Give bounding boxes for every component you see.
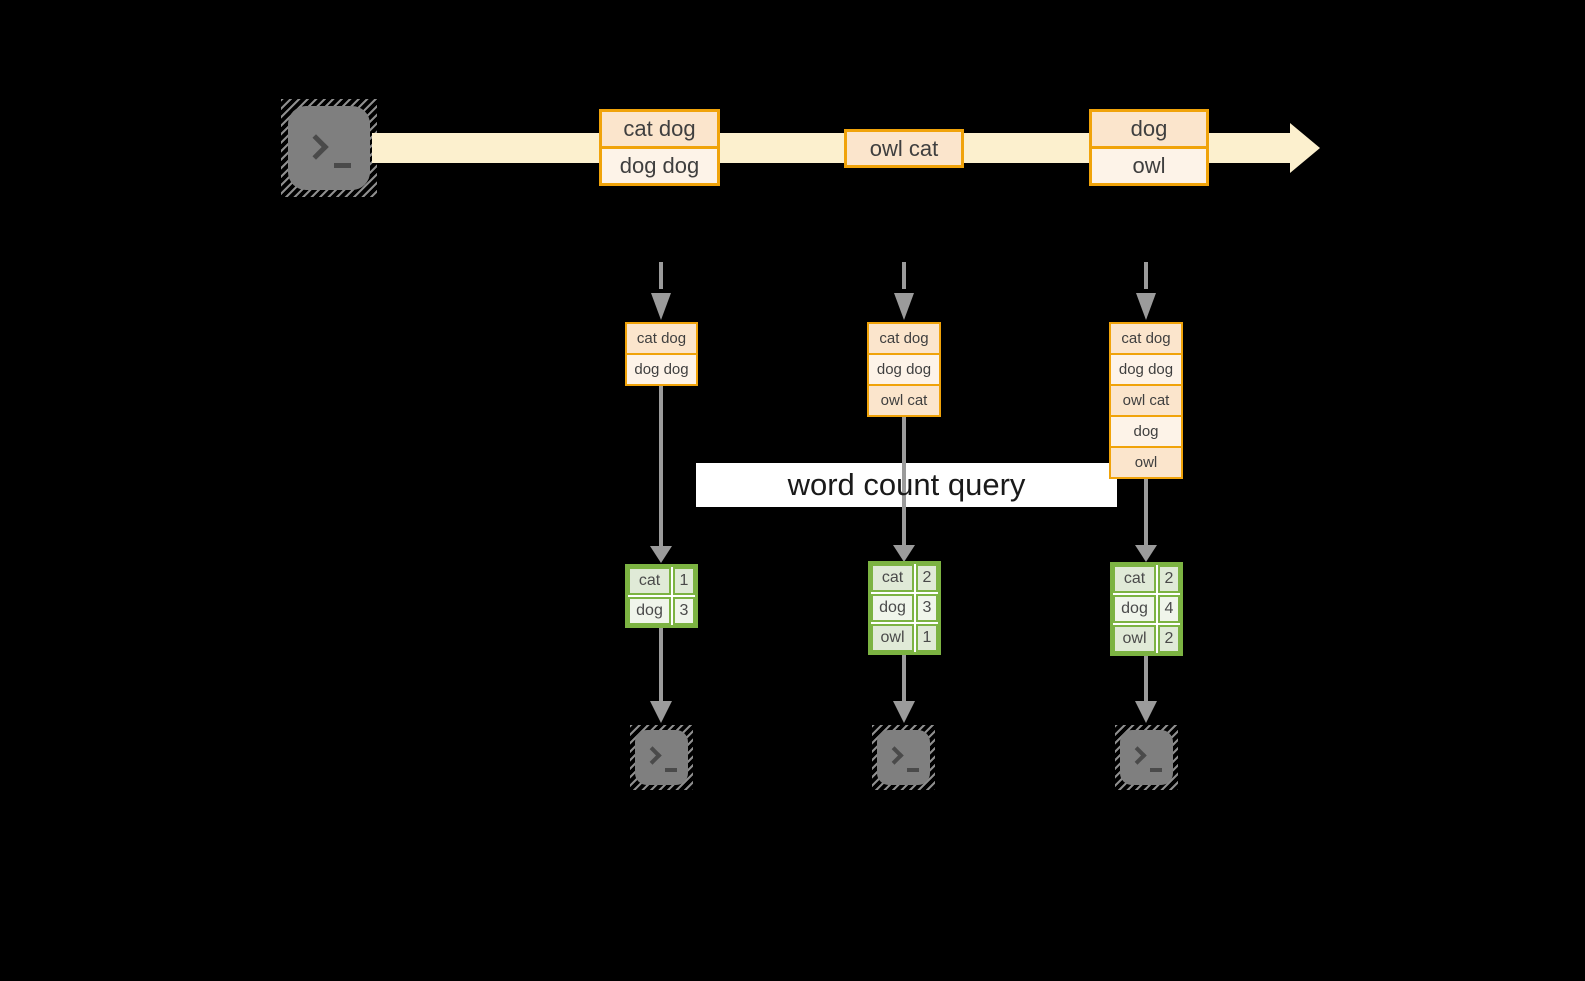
prompt-underscore-icon (1150, 768, 1162, 772)
word-cell: owl (1113, 625, 1156, 653)
word-count-table-1: cat 1 dog 3 (625, 564, 698, 628)
word-cell: owl (871, 624, 914, 652)
event-line: dog (1092, 112, 1206, 146)
count-cell: 1 (673, 567, 695, 595)
word-count-table-2: cat 2 dog 3 owl 1 (868, 561, 941, 655)
prompt-chevron-icon (885, 746, 904, 765)
event-line: dog dog (602, 146, 717, 183)
batch-arrow-dash (659, 262, 663, 289)
buffer-line: owl (1111, 446, 1181, 477)
word-cell: cat (1113, 565, 1156, 593)
count-cell: 3 (916, 594, 938, 622)
count-cell: 1 (916, 624, 938, 652)
terminal-screen (1120, 730, 1173, 785)
stream-event-box-3: dog owl (1089, 109, 1209, 186)
event-line: cat dog (602, 112, 717, 146)
event-line: owl cat (847, 132, 961, 165)
output-terminal-icon (1115, 725, 1178, 790)
buffer-line: owl cat (1111, 384, 1181, 415)
prompt-underscore-icon (665, 768, 677, 772)
connector-arrowhead-icon (1135, 701, 1157, 723)
buffer-line: cat dog (869, 324, 939, 353)
batch-arrowhead-icon (894, 293, 914, 320)
prompt-underscore-icon (334, 163, 351, 168)
buffer-line: owl cat (869, 384, 939, 415)
buffer-line: cat dog (627, 324, 696, 353)
output-terminal-icon (630, 725, 693, 790)
prompt-chevron-icon (643, 746, 662, 765)
source-terminal-icon (281, 99, 377, 197)
word-cell: dog (871, 594, 914, 622)
connector-arrowhead-icon (650, 701, 672, 723)
connector-arrowhead-icon (893, 701, 915, 723)
connector-arrowhead-icon (650, 546, 672, 563)
connector-line (659, 386, 663, 546)
batch-arrow-dash (902, 262, 906, 289)
connector-line (1144, 656, 1148, 701)
query-label: word count query (787, 467, 1026, 502)
batch-arrowhead-icon (651, 293, 671, 320)
count-cell: 2 (1158, 625, 1180, 653)
connector-arrowhead-icon (893, 545, 915, 562)
count-cell: 3 (673, 597, 695, 625)
output-terminal-icon (872, 725, 935, 790)
connector-line (1144, 479, 1148, 545)
prompt-chevron-icon (1128, 746, 1147, 765)
buffer-line: dog dog (627, 353, 696, 384)
count-cell: 2 (1158, 565, 1180, 593)
buffer-line: cat dog (1111, 324, 1181, 353)
connector-line (659, 628, 663, 701)
prompt-underscore-icon (907, 768, 919, 772)
count-cell: 4 (1158, 595, 1180, 623)
count-cell: 2 (916, 564, 938, 592)
word-cell: cat (628, 567, 671, 595)
connector-arrowhead-icon (1135, 545, 1157, 562)
word-count-table-3: cat 2 dog 4 owl 2 (1110, 562, 1183, 656)
terminal-screen (288, 106, 370, 190)
terminal-screen (635, 730, 688, 785)
word-cell: dog (628, 597, 671, 625)
batch-arrowhead-icon (1136, 293, 1156, 320)
connector-line (902, 655, 906, 701)
buffer-stack-2: cat dog dog dog owl cat (867, 322, 941, 417)
connector-line (902, 417, 906, 545)
buffer-line: dog (1111, 415, 1181, 446)
prompt-chevron-icon (303, 134, 329, 160)
stream-arrowhead-icon (1290, 123, 1320, 173)
buffer-stack-1: cat dog dog dog (625, 322, 698, 386)
query-label-band (696, 463, 1117, 507)
word-cell: cat (871, 564, 914, 592)
buffer-stack-3: cat dog dog dog owl cat dog owl (1109, 322, 1183, 479)
buffer-line: dog dog (1111, 353, 1181, 384)
stream-event-box-2: owl cat (844, 129, 964, 168)
word-cell: dog (1113, 595, 1156, 623)
stream-event-box-1: cat dog dog dog (599, 109, 720, 186)
buffer-line: dog dog (869, 353, 939, 384)
terminal-screen (877, 730, 930, 785)
batch-arrow-dash (1144, 262, 1148, 289)
event-line: owl (1092, 146, 1206, 183)
